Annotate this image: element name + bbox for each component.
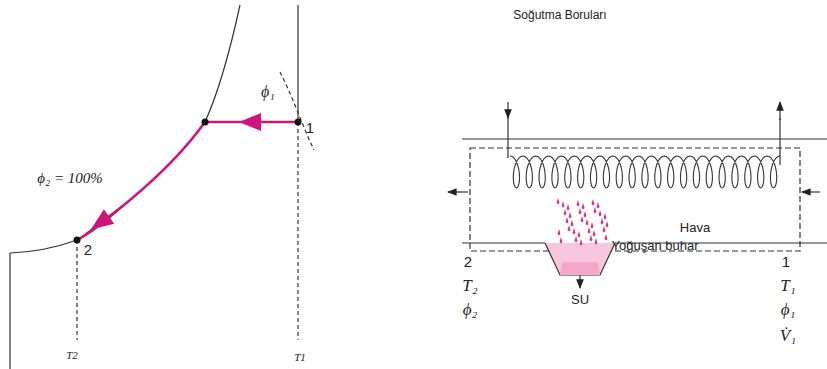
water-drop [595,238,598,245]
part-name: Soğutma Boruları [513,9,606,22]
axis-label: T2 [66,349,78,361]
condensate-drops [557,198,609,246]
relative-humidity-label: ϕ₁ [261,83,275,101]
relative-humidity-label: ϕ₂ = 100% [37,170,103,187]
water-drop [580,239,583,246]
water-drop [562,201,565,208]
water-drop [558,229,561,236]
property-label: ϕ₂ [463,301,478,320]
property-label: T₂ [462,277,477,296]
water-drop [582,203,585,210]
water-drop [566,217,569,224]
water-drop [604,213,607,220]
water-drop [573,228,576,235]
water-drop [590,235,593,242]
water-drop [584,211,587,218]
water-drop [599,210,602,217]
part-name: Yoğuşan buhar [612,239,699,253]
state-number: 2 [464,254,472,271]
water-drop [588,227,591,234]
water-drop [569,212,572,219]
water-drop [557,198,560,205]
axis-label: T1 [294,351,306,363]
state-number: 1 [782,254,790,271]
water-drop [575,236,578,243]
process-line [77,122,298,240]
state-number: 1 [306,120,314,137]
water-drop [577,200,580,207]
water-drop [605,234,608,241]
state-number: 2 [84,242,92,259]
property-label: V̇₁ [780,327,796,346]
coil-winding [510,156,780,188]
water-drop [578,231,581,238]
water-drop [579,208,582,215]
water-drop [568,225,571,232]
psychrometric-chart [10,5,314,369]
water-drop [567,204,570,211]
water-drop [594,207,597,214]
water-drop [581,216,584,223]
water-drop [597,202,600,209]
flow-label: Hava [680,221,710,235]
state-point [202,119,209,126]
water-drop [560,237,563,244]
outlet-label: SU [571,293,589,307]
property-label: T₁ [780,277,795,296]
water-drop [571,220,574,227]
water-drop [592,199,595,206]
water-drop [603,226,606,233]
water-pool [560,262,600,275]
water-drop [564,209,567,216]
water-drop [593,230,596,237]
state-point [74,237,81,244]
state-point [295,119,302,126]
cooling-coil [510,156,780,188]
duct [448,102,827,288]
property-label: ϕ₁ [781,301,796,320]
water-drop [601,218,604,225]
water-drop [606,221,609,228]
water-drop [591,222,594,229]
water-drop [586,219,589,226]
